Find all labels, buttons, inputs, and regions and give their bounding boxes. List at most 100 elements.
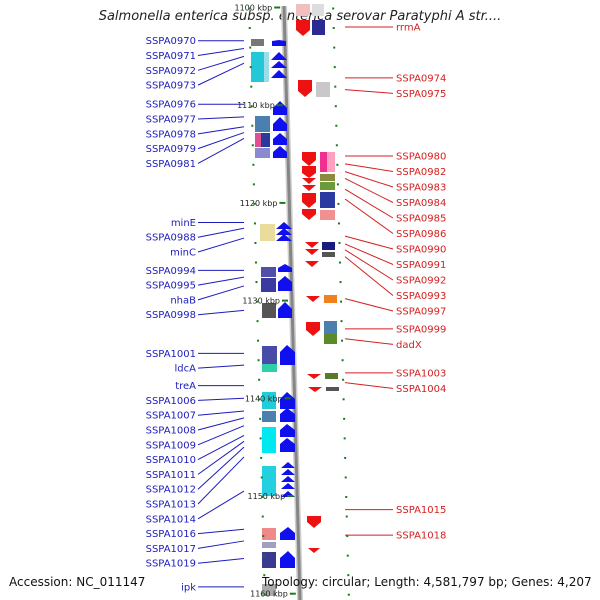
- gene-label-SSPA1013: SSPA1013: [146, 499, 196, 510]
- scale-tick-label: 1100 kbp: [234, 4, 272, 13]
- minor-tick: [344, 456, 347, 459]
- gene-label-SSPA1010: SSPA1010: [146, 455, 196, 466]
- gene-block-shade: [262, 364, 277, 372]
- gene-connector: [197, 227, 245, 238]
- reverse-gene-arrow: [308, 387, 322, 392]
- minor-tick: [249, 66, 252, 69]
- minor-tick: [341, 339, 344, 342]
- gene-label-SSPA1003: SSPA1003: [396, 368, 446, 379]
- forward-gene-arrow: [278, 276, 292, 291]
- forward-gene-arrow: [280, 527, 295, 540]
- gene-label-SSPA1011: SSPA1011: [146, 470, 196, 481]
- gene-block-shade: [322, 252, 335, 257]
- gene-connector: [197, 132, 245, 150]
- minor-tick: [333, 46, 336, 49]
- gene-label-SSPA0980: SSPA0980: [396, 152, 446, 163]
- reverse-gene-arrow: [298, 80, 312, 97]
- gene-connector: [197, 285, 245, 301]
- gene-block-shade: [316, 82, 330, 97]
- minor-tick: [345, 496, 348, 498]
- minor-tick: [262, 535, 265, 538]
- minor-tick: [340, 320, 343, 323]
- gene-label-SSPA0982: SSPA0982: [396, 167, 446, 178]
- gene-connector: [197, 48, 245, 57]
- gene-label-SSPA0997: SSPA0997: [396, 307, 446, 318]
- minor-tick: [249, 46, 252, 49]
- gene-connector: [197, 55, 245, 71]
- scale-tick-label: 1130 kbp: [242, 297, 280, 306]
- minor-ticks: [248, 7, 350, 596]
- reverse-gene-arrow: [302, 209, 316, 220]
- minor-tick: [332, 27, 335, 30]
- gene-connector: [197, 456, 245, 505]
- scale-tick-label: 1140 kbp: [245, 394, 283, 403]
- gene-label-SSPA0995: SSPA0995: [146, 281, 196, 292]
- gene-label-SSPA1018: SSPA1018: [396, 531, 446, 542]
- gene-label-SSPA0984: SSPA0984: [396, 198, 446, 209]
- minor-tick: [261, 496, 264, 498]
- minor-tick: [337, 202, 340, 205]
- gene-label-SSPA1006: SSPA1006: [146, 396, 196, 407]
- reverse-gene-arrow: [302, 178, 316, 184]
- minor-tick: [260, 456, 263, 459]
- gene-block-shade: [251, 52, 264, 82]
- reverse-gene-arrow: [305, 249, 319, 255]
- minor-tick: [336, 183, 339, 186]
- gene-connector: [197, 116, 245, 120]
- minor-tick: [256, 320, 259, 323]
- gene-block-shade: [262, 542, 276, 548]
- gene-label-SSPA0979: SSPA0979: [146, 144, 196, 155]
- minor-tick: [263, 593, 266, 596]
- reverse-gene-arrow: [306, 296, 320, 302]
- reverse-gene-arrow: [305, 261, 319, 267]
- gene-connector: [344, 171, 394, 188]
- gene-block-shade: [262, 411, 276, 422]
- gene-label-SSPA1017: SSPA1017: [146, 544, 196, 555]
- forward-gene-arrow: [280, 345, 295, 365]
- forward-strand-genes: [251, 39, 295, 596]
- gene-block-shade: [262, 466, 276, 496]
- reverse-gene-arrow: [302, 152, 316, 166]
- gene-label-treA: treA: [175, 381, 196, 392]
- gene-label-SSPA0988: SSPA0988: [146, 233, 196, 244]
- forward-gene-arrow: [272, 40, 286, 46]
- minor-tick: [335, 124, 338, 127]
- minor-tick: [259, 417, 262, 420]
- minor-tick: [252, 183, 255, 186]
- forward-gene-arrow: [278, 264, 292, 272]
- gene-block-shade: [262, 427, 276, 453]
- minor-tick: [333, 66, 336, 69]
- minor-tick: [256, 300, 259, 303]
- minor-tick: [337, 222, 340, 225]
- gene-block-shade: [261, 278, 276, 292]
- gene-block-shade: [262, 303, 276, 318]
- scale-tick-label: 1120 kbp: [240, 199, 278, 208]
- scale-tick-label: 1150 kbp: [248, 492, 286, 501]
- gene-block-shade: [262, 346, 277, 364]
- gene-connector: [197, 446, 245, 490]
- gene-connector: [197, 237, 245, 253]
- minor-tick: [251, 124, 254, 127]
- gene-block-shade: [324, 321, 337, 334]
- minor-tick: [346, 554, 349, 557]
- gene-connector: [197, 434, 245, 461]
- gene-label-SSPA0973: SSPA0973: [146, 81, 196, 92]
- minor-tick: [250, 85, 253, 88]
- gene-block-shade: [320, 192, 335, 208]
- gene-label-SSPA0986: SSPA0986: [396, 229, 446, 240]
- minor-tick: [346, 535, 349, 538]
- gene-block-shade: [312, 4, 324, 16]
- gene-block-shade: [255, 148, 270, 158]
- gene-connector: [197, 137, 245, 164]
- gene-connector: [197, 410, 245, 416]
- gene-label-SSPA0970: SSPA0970: [146, 36, 196, 47]
- minor-tick: [255, 281, 258, 284]
- minor-tick: [335, 144, 338, 147]
- gene-connector: [344, 178, 394, 203]
- minor-tick: [347, 574, 350, 577]
- gene-label-SSPA0977: SSPA0977: [146, 115, 196, 126]
- left-gene-labels: SSPA0970SSPA0971SSPA0972SSPA0973SSPA0976…: [146, 36, 245, 593]
- gene-block-shade: [255, 116, 270, 132]
- gene-label-SSPA0990: SSPA0990: [396, 245, 446, 256]
